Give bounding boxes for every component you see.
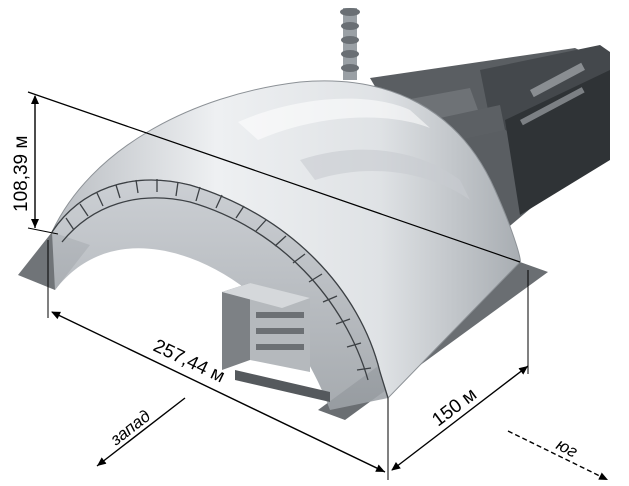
length-label: 257,44 м: [150, 336, 228, 388]
height-label: 108,39 м: [11, 136, 32, 212]
diagonal-reference-line: [27, 91, 521, 263]
height-dimension: 108,39 м: [11, 95, 59, 235]
ventilation-stack: [340, 8, 360, 80]
south-direction: юг: [507, 430, 609, 481]
south-label: юг: [553, 435, 581, 462]
arch-band-2: [300, 149, 470, 200]
west-direction: запад: [96, 397, 186, 467]
arch-band-1: [238, 98, 430, 140]
reactor-building: [370, 45, 610, 230]
